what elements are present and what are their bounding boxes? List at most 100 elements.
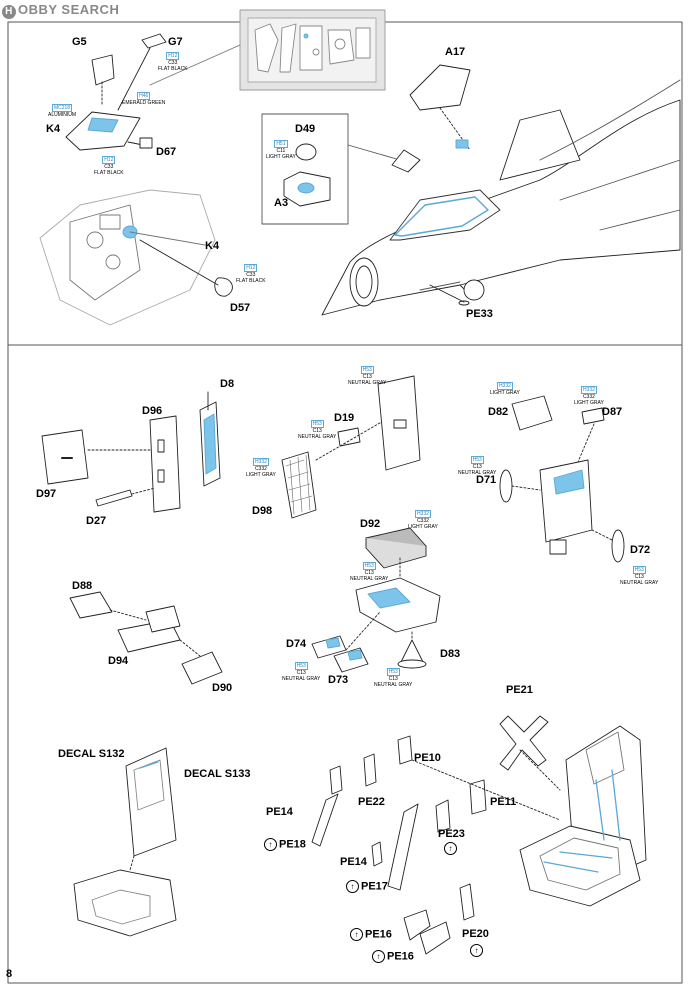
leader-line (429, 284, 465, 303)
label-pe10: PE10 (414, 752, 441, 764)
label-k4-mid: K4 (205, 240, 220, 252)
step-arrow-icon: ↑ (264, 838, 277, 851)
leader-line (511, 485, 541, 491)
part-pe17 (387, 803, 419, 891)
part-d27 (95, 489, 133, 507)
part-d82 (511, 395, 553, 431)
label-pe21: PE21 (506, 684, 533, 696)
label-pe14-b: PE14 (340, 856, 367, 868)
leader-line (117, 47, 151, 111)
label-g7: G7 (168, 36, 183, 48)
leader-line (139, 239, 219, 286)
part-pe16-b (419, 921, 451, 955)
label-d92: D92 (360, 518, 381, 530)
label-d88: D88 (72, 580, 93, 592)
step-arrow-icon: ↑ (372, 950, 385, 963)
label-d71: D71 (476, 474, 497, 486)
label-pe17: ↑PE17 (346, 880, 388, 893)
label-decal-s132: DECAL S132 (58, 748, 125, 760)
part-pe10 (397, 735, 413, 765)
leader-line (315, 419, 386, 461)
lower-panel-frame (7, 344, 683, 984)
leader-line (577, 423, 595, 463)
leader-line (411, 759, 561, 821)
leader-line (179, 639, 201, 657)
label-d83: D83 (440, 648, 461, 660)
label-pe18: ↑PE18 (264, 838, 306, 851)
label-d90: D90 (212, 682, 233, 694)
leader-line (109, 609, 147, 621)
part-pe16-a (403, 909, 431, 941)
part-d19 (337, 427, 361, 447)
label-d94: D94 (108, 655, 129, 667)
part-seat-pan (355, 577, 441, 633)
part-d88 (69, 591, 113, 619)
leader-line (345, 611, 381, 651)
label-d74: D74 (286, 638, 307, 650)
step-arrow-icon: ↑ (350, 928, 363, 941)
label-pe16-a: ↑PE16 (350, 928, 392, 941)
label-d87: D87 (602, 406, 623, 418)
page-number: 8 (6, 968, 13, 980)
label-d19: D19 (334, 412, 355, 424)
label-d82: D82 (488, 406, 509, 418)
d49-inset (261, 113, 349, 225)
part-g5 (91, 54, 115, 86)
label-a3: A3 (274, 197, 289, 209)
part-pe18 (311, 793, 339, 847)
part-pe23 (435, 799, 451, 833)
label-pe33: PE33 (466, 308, 493, 320)
part-d71 (499, 469, 513, 503)
leader-line (439, 107, 471, 151)
label-pe22: PE22 (358, 796, 385, 808)
part-g7 (141, 33, 167, 49)
part-pe14-a (329, 765, 343, 795)
part-pe20 (459, 883, 475, 921)
label-d8: D8 (220, 378, 235, 390)
part-seat-back (377, 375, 421, 471)
leader-line (149, 44, 241, 86)
part-pe22 (363, 753, 377, 787)
cockpit-tub-drawing (39, 189, 216, 326)
part-pe21 (499, 715, 549, 771)
part-d49 (295, 143, 317, 161)
label-d98: D98 (252, 505, 273, 517)
part-pe33 (458, 300, 470, 306)
photo-etch-inset (239, 9, 386, 91)
label-g5: G5 (72, 36, 87, 48)
label-d57: D57 (230, 302, 251, 314)
label-d96: D96 (142, 405, 163, 417)
label-pe20: PE20 (462, 928, 489, 940)
part-pe11 (469, 779, 487, 815)
step-arrow-icon: ↑ (346, 880, 359, 893)
label-a17: A17 (445, 46, 466, 58)
label-pe11: PE11 (490, 796, 517, 808)
part-d96 (149, 415, 181, 513)
label-d67: D67 (156, 146, 177, 158)
label-d72: D72 (630, 544, 651, 556)
part-d90 (181, 651, 223, 685)
label-d27: D27 (86, 515, 107, 527)
leader-line (129, 855, 135, 871)
label-d49: D49 (295, 123, 316, 135)
leader-line (131, 487, 156, 495)
label-pe23: PE23 (438, 828, 465, 840)
part-d72 (611, 529, 625, 563)
